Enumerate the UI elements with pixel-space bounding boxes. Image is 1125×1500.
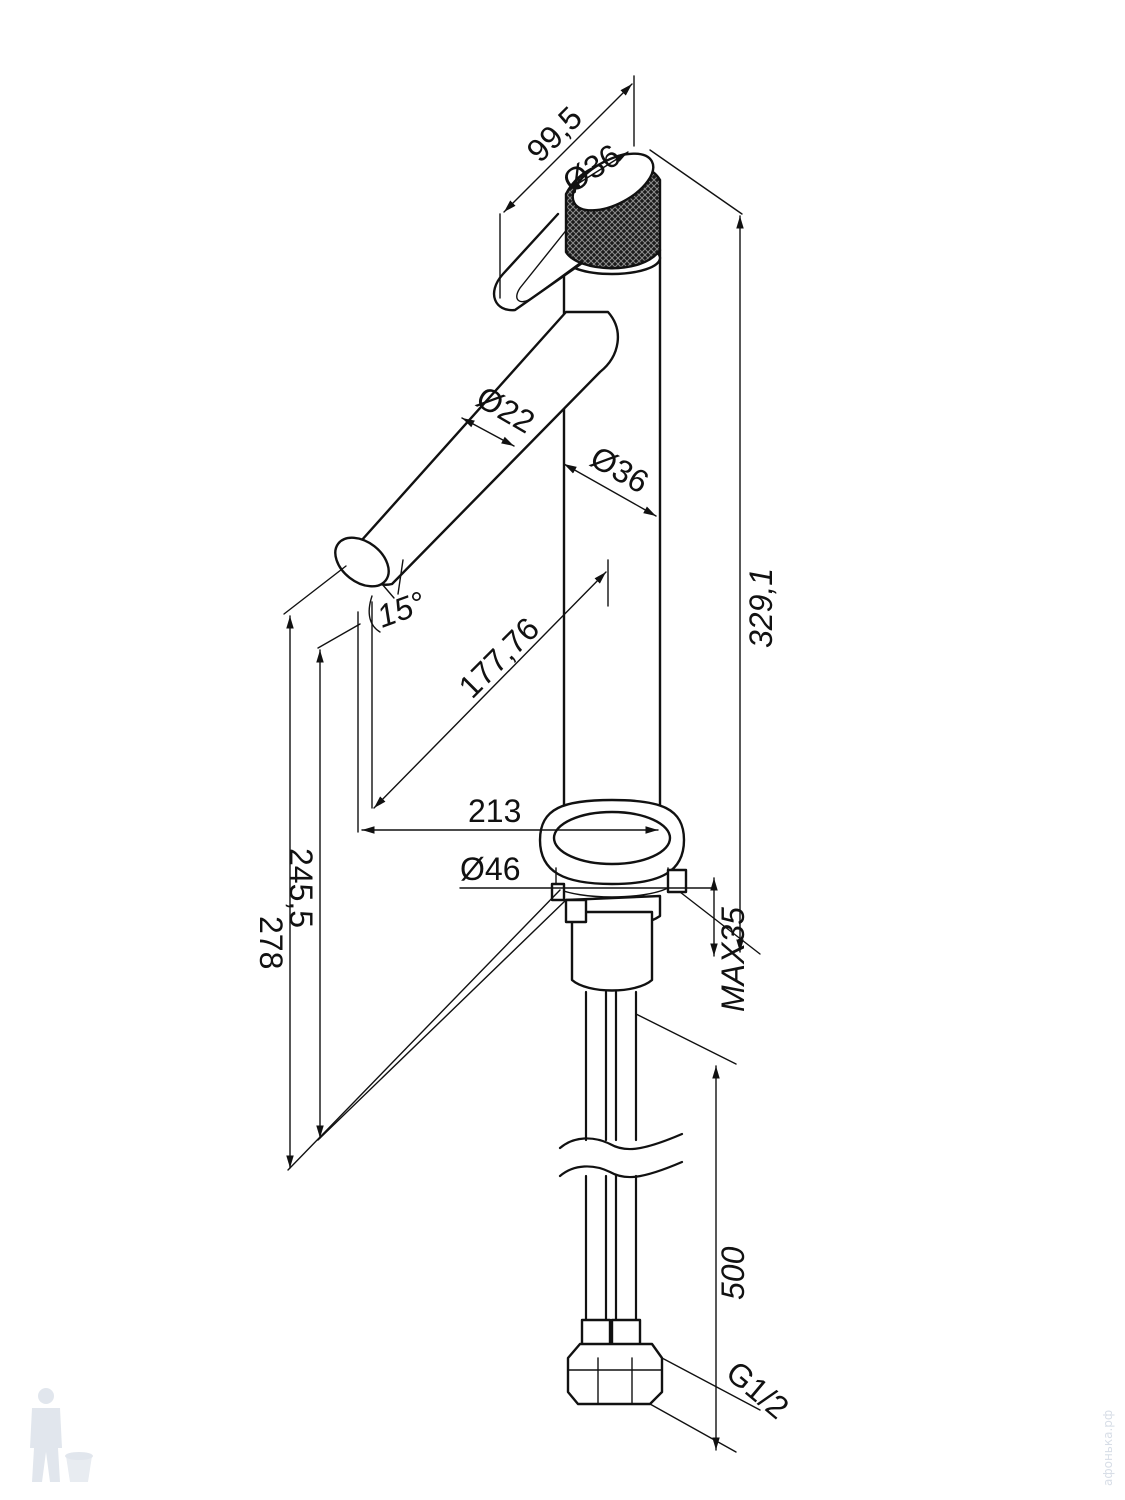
- base-flange: [538, 798, 688, 902]
- label-278: 278: [253, 916, 289, 969]
- hex-connector: [566, 1342, 664, 1406]
- supply-hoses: [558, 990, 684, 1406]
- label-500: 500: [715, 1246, 751, 1300]
- label-max35: MAX35: [715, 907, 751, 1012]
- label-15-deg: 15°: [372, 584, 430, 634]
- label-177-76: 177,76: [451, 610, 546, 705]
- label-329-1: 329,1: [743, 568, 779, 648]
- label-213: 213: [468, 793, 521, 829]
- label-base-diameter: Ø46: [460, 851, 520, 887]
- plumber-mascot-logo: [30, 1388, 93, 1482]
- label-g1-2: G1/2: [720, 1354, 796, 1426]
- dimension-lines: [283, 75, 761, 1453]
- spout: [334, 310, 620, 633]
- watermark: афонька.рф: [30, 1388, 1115, 1486]
- label-245-5: 245,5: [283, 848, 319, 928]
- mounting-nut: [564, 894, 662, 992]
- watermark-text: афонька.рф: [1101, 1410, 1115, 1486]
